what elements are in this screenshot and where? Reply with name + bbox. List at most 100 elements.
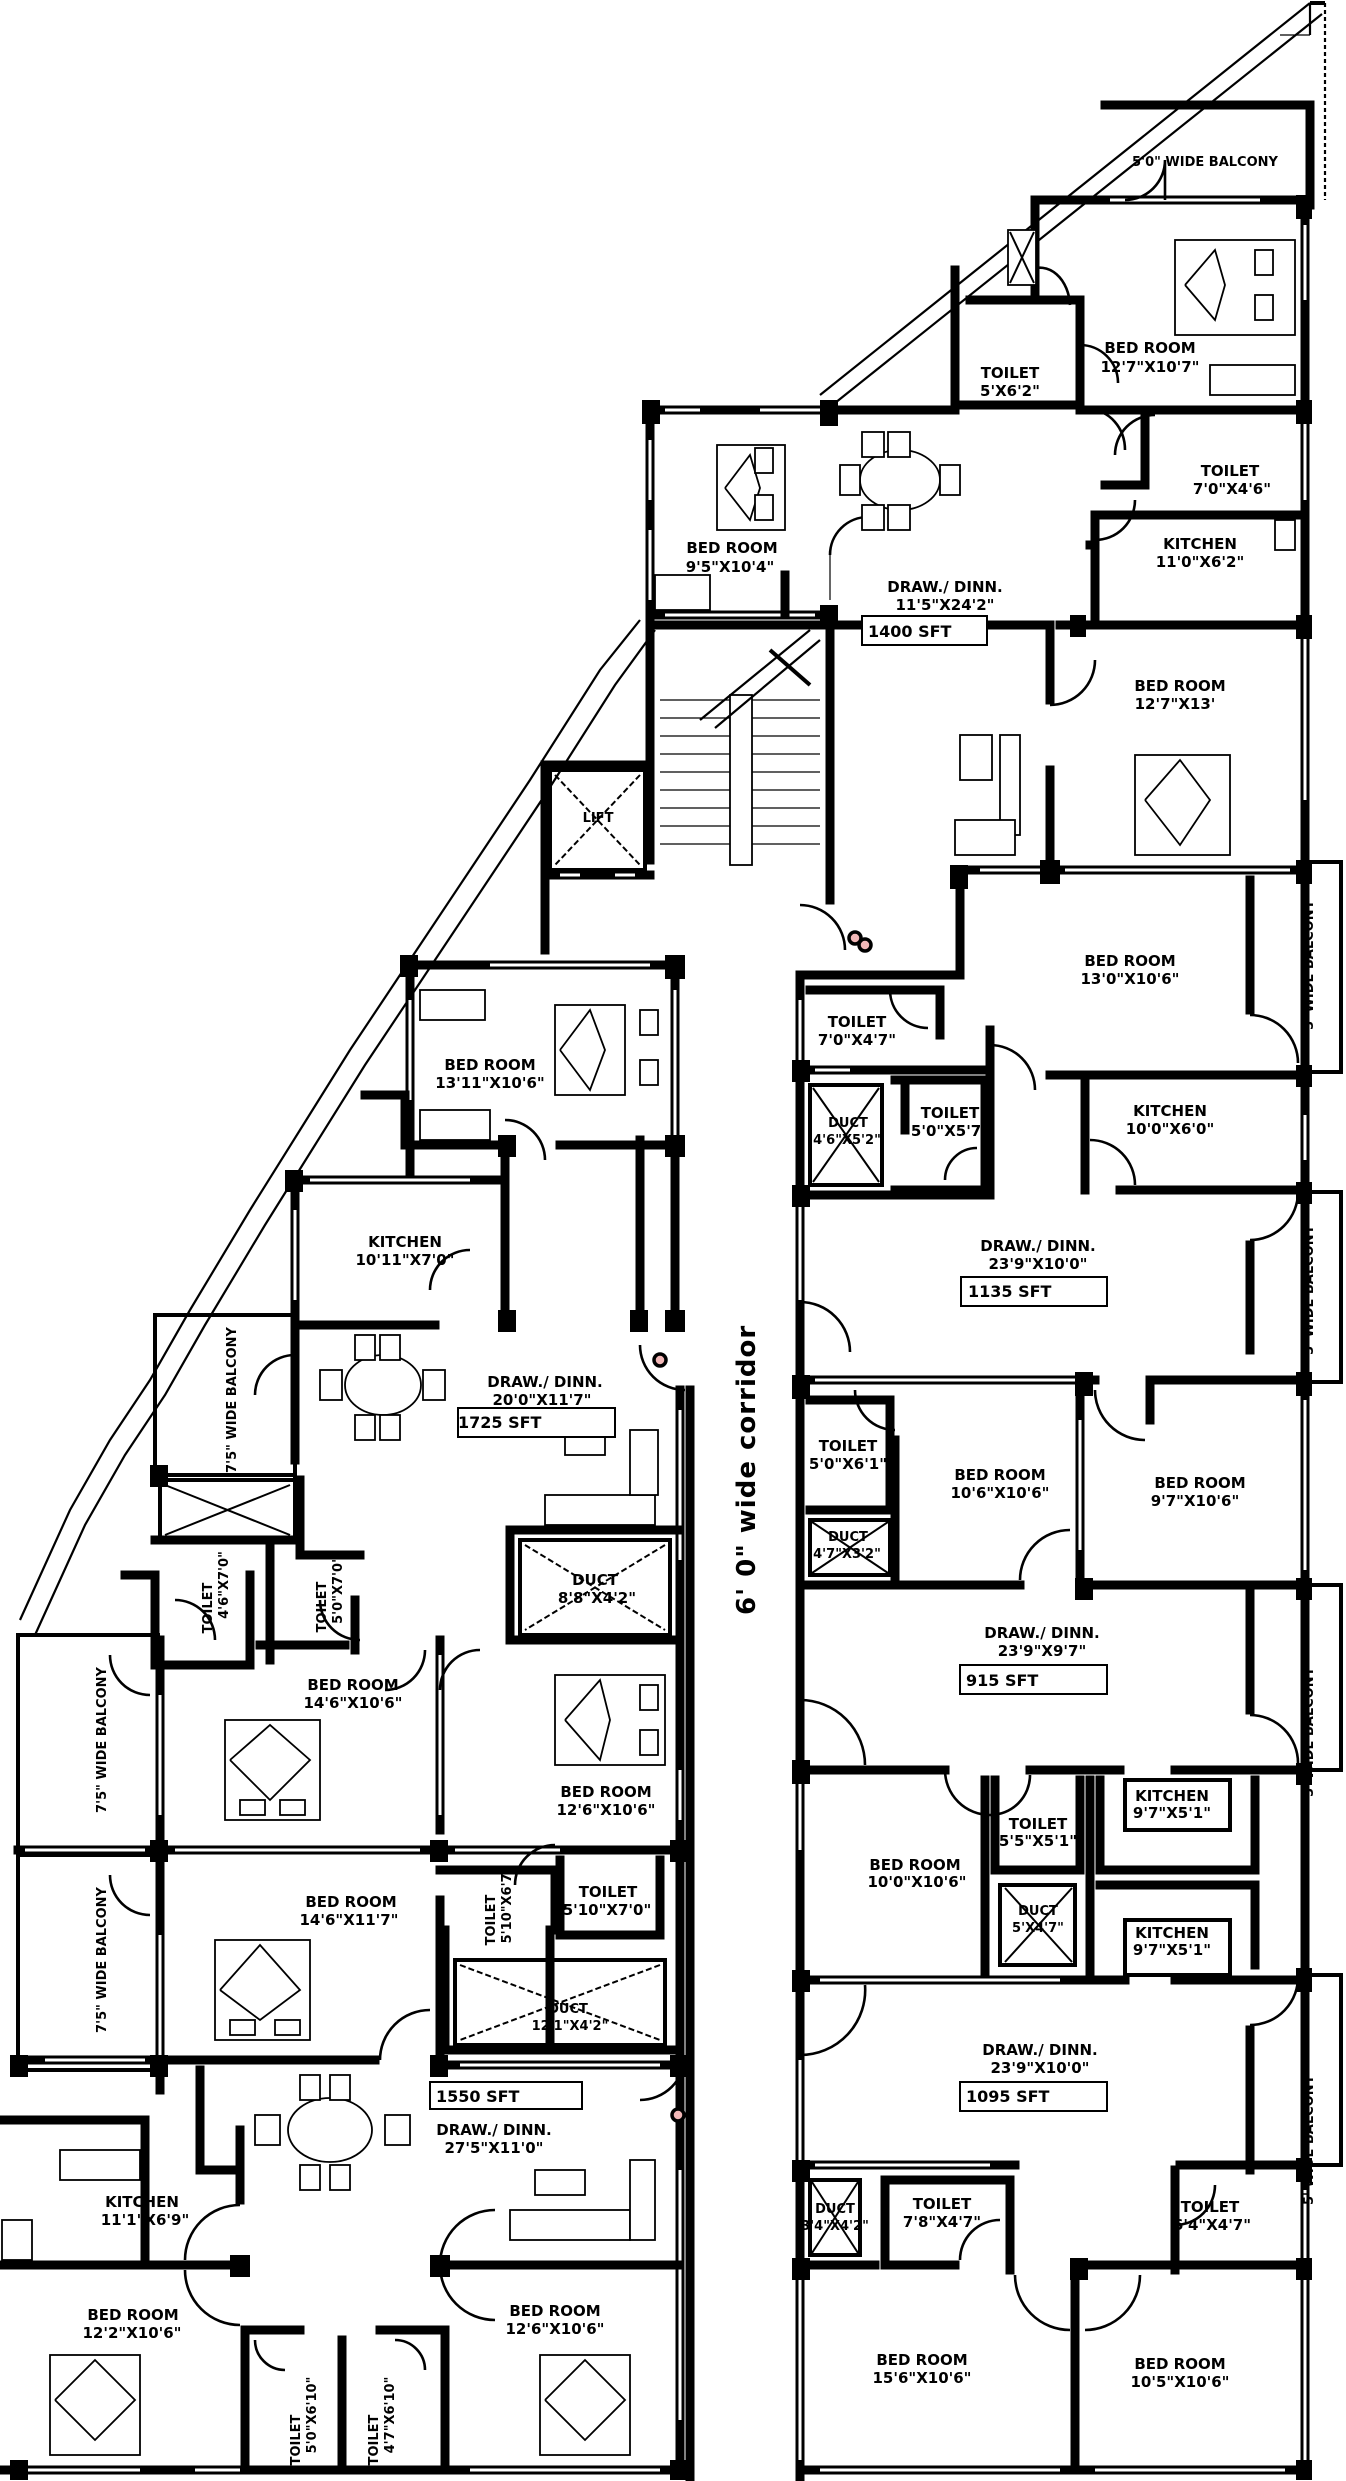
room-size: 5'0"X5'7" xyxy=(911,1122,989,1140)
room-name: TOILET xyxy=(828,1013,887,1031)
room-size: 14'6"X10'6" xyxy=(303,1694,402,1712)
room-size: 9'7"X5'1" xyxy=(1133,1804,1211,1822)
unit-1135-labels: BED ROOM 13'0"X10'6" TOILET 7'0"X4'7" DU… xyxy=(808,899,1317,1355)
area-label: 1095 SFT xyxy=(966,2087,1050,2106)
balcony-label: 7'5" WIDE BALCONY xyxy=(95,1886,110,2032)
room-name: TOILET xyxy=(1009,1815,1068,1833)
room-size: 11'0"X6'2" xyxy=(1156,553,1245,571)
room-name: TOILET xyxy=(484,1894,499,1945)
room-name: TOILET xyxy=(913,2195,972,2213)
stair-treads xyxy=(660,694,820,866)
unit-1095-labels: DUCT 5'X4'7" KITCHEN 9'7"X5'1" DRAW./ DI… xyxy=(801,1904,1317,2391)
room-name: DUCT xyxy=(828,1116,868,1131)
room-name: KITCHEN xyxy=(1163,535,1237,553)
room-name: BED ROOM xyxy=(1084,952,1175,970)
room-size: 8'8"X4'2" xyxy=(558,1589,636,1607)
room-size: 13'0"X10'6" xyxy=(1080,970,1179,988)
balcony-label: 5' WIDE BALCONY xyxy=(1302,1224,1317,1355)
room-name: BED ROOM xyxy=(305,1893,396,1911)
room-size: 5'10"X7'0" xyxy=(563,1901,652,1919)
room-name: TOILET xyxy=(315,1581,330,1632)
room-size: 9'7"X10'6" xyxy=(1151,1492,1240,1510)
room-name: BED ROOM xyxy=(307,1676,398,1694)
room-size: 15'6"X10'6" xyxy=(872,2369,971,2387)
room-name: KITCHEN xyxy=(1133,1102,1207,1120)
room-size: 12'6"X10'6" xyxy=(505,2320,604,2338)
balcony-label: 5' WIDE BALCONY xyxy=(1302,1666,1317,1797)
room-size: 3'4"X4'2" xyxy=(801,2219,869,2234)
room-size: 12'7"X13' xyxy=(1135,695,1216,713)
area-label: 1550 SFT xyxy=(436,2087,520,2106)
room-size: 4'6"X7'0" xyxy=(217,1551,232,1619)
room-name: BED ROOM xyxy=(509,2302,600,2320)
unit-1400-labels: 5'0" WIDE BALCONY BED ROOM 12'7"X10'7" T… xyxy=(686,155,1279,713)
room-name: DRAW./ DINN. xyxy=(984,1624,1100,1642)
room-size: 7'0"X4'7" xyxy=(818,1031,896,1049)
room-size: 14'6"X11'7" xyxy=(299,1911,398,1929)
area-box xyxy=(457,1407,616,1438)
room-name: DUCT xyxy=(828,1530,868,1545)
balcony-label: 5' WIDE BALCONY xyxy=(1302,2074,1317,2205)
room-size: 5'0"X6'10" xyxy=(305,2377,320,2454)
room-size: 5'X4'7" xyxy=(1012,1921,1064,1936)
corridor: 6' 0" wide corridor xyxy=(685,970,805,2481)
room-size: 12'1"X4'2" xyxy=(532,2019,609,2034)
unit-915-labels: TOILET 5'0"X6'1" BED ROOM 10'6"X10'6" BE… xyxy=(808,1437,1317,1891)
room-name: DUCT xyxy=(548,2002,588,2017)
room-name: BED ROOM xyxy=(87,2306,178,2324)
lift-shaft: LIFT xyxy=(548,768,647,872)
room-size: 11'1"X6'9" xyxy=(101,2211,190,2229)
room-name: BED ROOM xyxy=(954,1466,1045,1484)
room-size: 10'0"X6'0" xyxy=(1126,1120,1215,1138)
room-size: 5'X6'2" xyxy=(980,382,1040,400)
room-name: TOILET xyxy=(289,2414,304,2465)
left-column-furniture xyxy=(1,989,666,2456)
balcony-label: 7'5" WIDE BALCONY xyxy=(225,1326,240,1472)
diagonal-facade xyxy=(18,1,1327,1636)
right-column-doors xyxy=(799,903,1300,2332)
room-size: 4'7"X6'10" xyxy=(383,2377,398,2454)
room-size: 10'5"X10'6" xyxy=(1130,2373,1229,2391)
balcony-label: 5'0" WIDE BALCONY xyxy=(1132,155,1278,170)
area-label: 915 SFT xyxy=(966,1671,1038,1690)
room-size: 5'0"X6'1" xyxy=(809,1455,887,1473)
room-name: KITCHEN xyxy=(368,1233,442,1251)
room-name: DRAW./ DINN. xyxy=(487,1373,603,1391)
area-label: 1400 SFT xyxy=(868,622,952,641)
room-name: DRAW./ DINN. xyxy=(436,2121,552,2139)
room-name: BED ROOM xyxy=(1134,2355,1225,2373)
area-box xyxy=(959,2081,1108,2112)
room-name: DUCT xyxy=(815,2202,855,2217)
room-name: BED ROOM xyxy=(869,1856,960,1874)
room-size: 10'0"X10'6" xyxy=(867,1873,966,1891)
room-size: 9'7"X5'1" xyxy=(1133,1941,1211,1959)
room-name: TOILET xyxy=(819,1437,878,1455)
room-size: 13'11"X10'6" xyxy=(435,1074,544,1092)
room-name: BED ROOM xyxy=(1134,677,1225,695)
room-name: BED ROOM xyxy=(560,1783,651,1801)
room-name: DUCT xyxy=(572,1571,619,1589)
room-name: TOILET xyxy=(1181,2198,1240,2216)
room-name: TOILET xyxy=(1201,462,1260,480)
room-size: 5'5"X5'1" xyxy=(999,1832,1077,1850)
room-name: TOILET xyxy=(579,1883,638,1901)
room-size: 12'6"X10'6" xyxy=(556,1801,655,1819)
room-size: 7'8"X4'7" xyxy=(903,2213,981,2231)
room-name: TOILET xyxy=(921,1104,980,1122)
area-label: 1725 SFT xyxy=(458,1413,542,1432)
room-size: 23'9"X9'7" xyxy=(998,1642,1087,1660)
room-name: DUCT xyxy=(1018,1904,1058,1919)
right-column-balconies xyxy=(1303,860,1343,2167)
room-name: KITCHEN xyxy=(1135,1924,1209,1942)
corridor-label: 6' 0" wide corridor xyxy=(732,1325,762,1615)
room-name: BED ROOM xyxy=(1154,1474,1245,1492)
room-name: DRAW./ DINN. xyxy=(887,578,1003,596)
room-size: 7'0"X4'6" xyxy=(1193,480,1271,498)
stair-core: LIFT xyxy=(540,615,835,955)
area-box xyxy=(960,1276,1108,1307)
right-column-walls xyxy=(795,865,1310,2475)
room-name: DRAW./ DINN. xyxy=(982,2041,1098,2059)
balcony-label: 7'5" WIDE BALCONY xyxy=(95,1666,110,1812)
area-label: 1135 SFT xyxy=(968,1282,1052,1301)
